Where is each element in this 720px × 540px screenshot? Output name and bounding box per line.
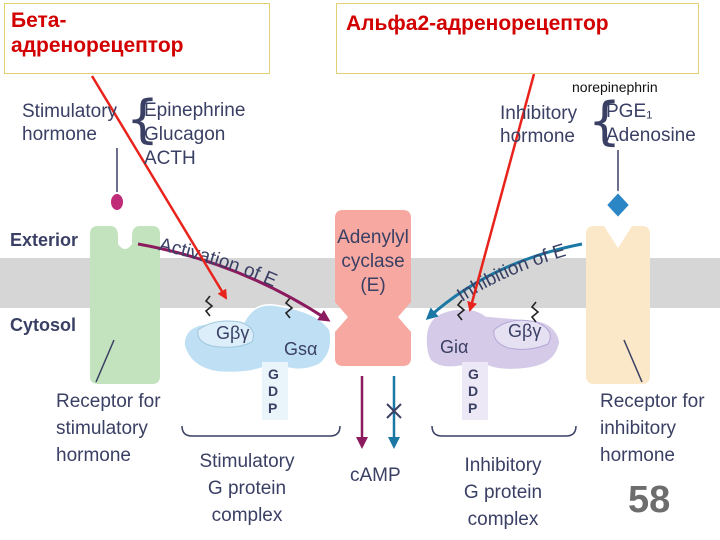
gi-beta-gamma-label: Gβγ bbox=[508, 321, 542, 341]
beta-receptor-box: Бета-адренорецептор bbox=[4, 3, 270, 74]
inhib-hormone-brace: { bbox=[588, 92, 622, 152]
inhib-receptor-pointer bbox=[623, 339, 643, 383]
stim-hormone-3: ACTH bbox=[144, 148, 196, 169]
gs-gdp-box bbox=[262, 362, 288, 420]
adenylyl-cyclase-label: Adenylyl cyclase (E) bbox=[337, 227, 409, 296]
inhib-hormone-label: Inhibitory hormone bbox=[500, 103, 578, 147]
stim-receptor-pointer bbox=[95, 339, 115, 383]
gs-alpha-anchor bbox=[284, 297, 294, 319]
exterior-label: Exterior bbox=[10, 230, 79, 250]
gs-beta-gamma-outline bbox=[197, 320, 254, 348]
gi-lipid-anchor bbox=[456, 299, 466, 321]
camp-label: cAMP bbox=[350, 465, 401, 486]
stim-complex-label: Stimulatory G protein complex bbox=[199, 451, 295, 526]
stim-hormone-2: Glucagon bbox=[144, 124, 226, 145]
beta-receptor-title: Бета-адренорецептор bbox=[11, 9, 184, 57]
inhibitory-receptor bbox=[586, 226, 650, 384]
adenylyl-cyclase-shape bbox=[335, 210, 411, 366]
beta-pointer-arrow bbox=[90, 75, 228, 300]
gi-beta-gamma-outline bbox=[493, 319, 551, 350]
norepinephrin-label: norepinephrin bbox=[572, 79, 658, 95]
gi-beta-anchor bbox=[530, 301, 540, 323]
gs-lipid-anchor bbox=[204, 295, 214, 317]
gs-gdp-d: D bbox=[268, 383, 279, 399]
activation-arrow bbox=[137, 242, 331, 322]
stimulatory-receptor bbox=[90, 226, 160, 384]
gi-gdp-p: P bbox=[468, 400, 478, 416]
page-number: 58 bbox=[628, 479, 671, 521]
stim-hormone-label: Stimulatory hormone bbox=[22, 101, 118, 145]
gi-gdp-g: G bbox=[468, 366, 479, 382]
stim-hormone-brace: { bbox=[126, 90, 160, 150]
inhib-receptor-label: Receptor for inhibitory hormone bbox=[600, 391, 705, 466]
inhib-complex-bracket bbox=[431, 425, 577, 437]
stim-hormone-1: Epinephrine bbox=[144, 100, 246, 121]
alpha2-receptor-box: Альфа2-адренорецептор bbox=[336, 3, 699, 74]
gs-beta-gamma-label: Gβγ bbox=[216, 323, 250, 343]
inhibition-cross bbox=[386, 403, 402, 419]
inhib-hormone-2: Adenosine bbox=[606, 125, 696, 146]
gs-alpha-label: Gsα bbox=[284, 339, 318, 359]
stim-complex-bracket bbox=[181, 425, 341, 437]
gs-gdp-p: P bbox=[268, 400, 278, 416]
inhibitory-ligand bbox=[604, 190, 632, 220]
alpha2-receptor-title: Альфа2-адренорецептор bbox=[346, 12, 609, 35]
inhibition-arrow bbox=[425, 242, 583, 321]
alpha2-pointer-arrow bbox=[467, 73, 536, 312]
inhib-hormone-1: PGE₁ bbox=[606, 101, 653, 122]
inhib-complex-label: Inhibitory G protein complex bbox=[463, 455, 543, 530]
gi-gdp-d: D bbox=[468, 383, 479, 399]
gi-gdp-box bbox=[462, 362, 488, 420]
stim-receptor-label: Receptor for stimulatory hormone bbox=[56, 391, 161, 466]
cytosol-label: Cytosol bbox=[10, 315, 77, 335]
gs-gdp-g: G bbox=[268, 366, 279, 382]
stimulatory-ligand bbox=[111, 194, 123, 210]
gi-alpha-label: Giα bbox=[440, 337, 469, 357]
